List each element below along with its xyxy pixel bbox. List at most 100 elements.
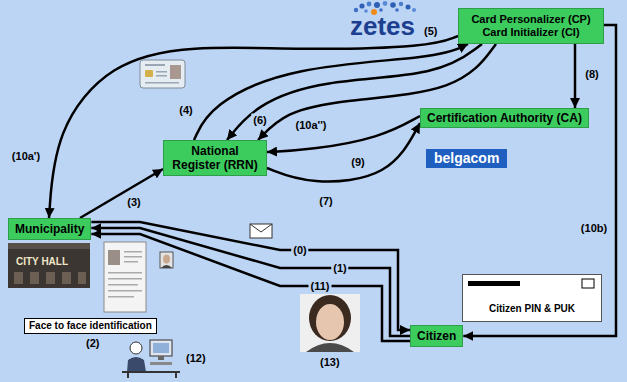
window: [46, 272, 55, 284]
photo-frame: [160, 252, 173, 268]
document-line: [124, 261, 138, 263]
letter-sheet: [462, 274, 602, 322]
organization-box: National Register (RRN): [163, 140, 267, 176]
photo-shoulders: [161, 265, 172, 268]
organization-box: Municipality: [8, 218, 91, 240]
window: [14, 272, 23, 284]
building-band: [8, 243, 90, 249]
envelope-body: [250, 224, 272, 238]
logo-text: zetes: [350, 12, 415, 40]
step-number: (7): [317, 195, 334, 208]
step-number: (1): [331, 262, 348, 275]
step-number: (3): [125, 196, 142, 209]
document-line: [124, 256, 142, 258]
flow-arrow: [267, 116, 420, 152]
shoulders: [306, 343, 354, 352]
card-line: [145, 82, 179, 84]
cloud-dot: [383, 1, 388, 6]
step-number: (8): [583, 68, 600, 81]
flow-arrow: [463, 25, 616, 336]
desk-leg: [127, 372, 129, 378]
box-label: Card Personalizer (CP) Card Initializer …: [465, 13, 597, 39]
box-label: National Register (RRN): [170, 144, 260, 172]
callout-number: (2): [86, 337, 99, 350]
card-line: [156, 75, 167, 77]
envelope-icon: [250, 224, 272, 238]
face: [316, 304, 344, 340]
pin-letter: [462, 274, 602, 322]
organization-box: Certification Authority (CA): [420, 108, 589, 128]
document-sheet: [104, 242, 146, 312]
cloud-dot: [359, 3, 364, 8]
callout-number: (13): [320, 356, 340, 369]
citizen-photo: [300, 294, 360, 352]
clerk-at-computer: [122, 340, 180, 378]
window: [78, 272, 86, 284]
document-line: [108, 278, 142, 280]
card-line: [156, 71, 167, 73]
card-photo: [170, 65, 181, 79]
sign-text: CITY HALL: [16, 256, 68, 268]
step-number: (10a''): [294, 119, 329, 132]
screen: [153, 343, 169, 353]
box-label: Face to face identification: [29, 320, 152, 332]
flow-arrow: [267, 123, 420, 181]
document-line: [108, 290, 142, 292]
step-number: (11): [309, 280, 332, 293]
window: [62, 272, 71, 284]
flow-arrow: [574, 44, 577, 108]
monitor: [150, 340, 172, 356]
pin-letter-box: Citizen PIN & PUK: [462, 274, 602, 322]
callout-number: (12): [186, 352, 206, 365]
desk-leg: [175, 372, 177, 378]
logo-text: belgacom: [426, 149, 507, 168]
monitor-stand: [158, 356, 164, 360]
photo-face: [163, 255, 170, 264]
box-label: Municipality: [15, 222, 84, 236]
building: [8, 243, 90, 288]
step-number: (4): [177, 104, 194, 117]
envelope-flap: [250, 224, 272, 232]
cloud-dot: [406, 5, 411, 10]
step-number: (9): [349, 156, 366, 169]
photo-ground: [300, 294, 360, 352]
document-photo: [108, 250, 120, 265]
person-body: [127, 357, 146, 372]
document-line: [108, 296, 134, 298]
card-body: [140, 60, 185, 88]
cloud-dot: [399, 2, 403, 6]
organization-box: Card Personalizer (CP) Card Initializer …: [458, 8, 604, 44]
small-photo-icon: [160, 252, 173, 268]
document-line: [124, 251, 142, 253]
desk: [122, 371, 180, 373]
cloud-dot: [367, 2, 372, 7]
step-number: (10b): [579, 222, 609, 235]
letter-bar: [468, 281, 520, 286]
box-label: Citizen PIN & PUK: [469, 303, 595, 315]
cloud-dot: [374, 2, 380, 8]
step-number: (6): [251, 114, 268, 127]
id-document: [104, 242, 146, 312]
step-number: (10a'): [10, 150, 42, 163]
document-line: [108, 284, 138, 286]
step-box: Face to face identification: [24, 318, 157, 334]
letter-square: [582, 279, 594, 288]
cloud-dot: [390, 2, 396, 8]
actor-box: Citizen: [410, 325, 463, 347]
card-chip: [145, 70, 153, 77]
flow-arrow: [49, 36, 458, 218]
callout-number: (5): [424, 25, 437, 38]
step-number: (0): [291, 244, 308, 257]
person-head: [130, 342, 142, 354]
keyboard: [150, 362, 172, 365]
box-label: Citizen: [417, 329, 456, 343]
flow-arrow: [80, 169, 163, 218]
box-label: Certification Authority (CA): [427, 111, 582, 125]
hair: [309, 295, 351, 341]
eid-card: [140, 60, 185, 88]
document-line: [108, 272, 142, 274]
window: [30, 272, 39, 284]
card-line: [145, 64, 165, 66]
